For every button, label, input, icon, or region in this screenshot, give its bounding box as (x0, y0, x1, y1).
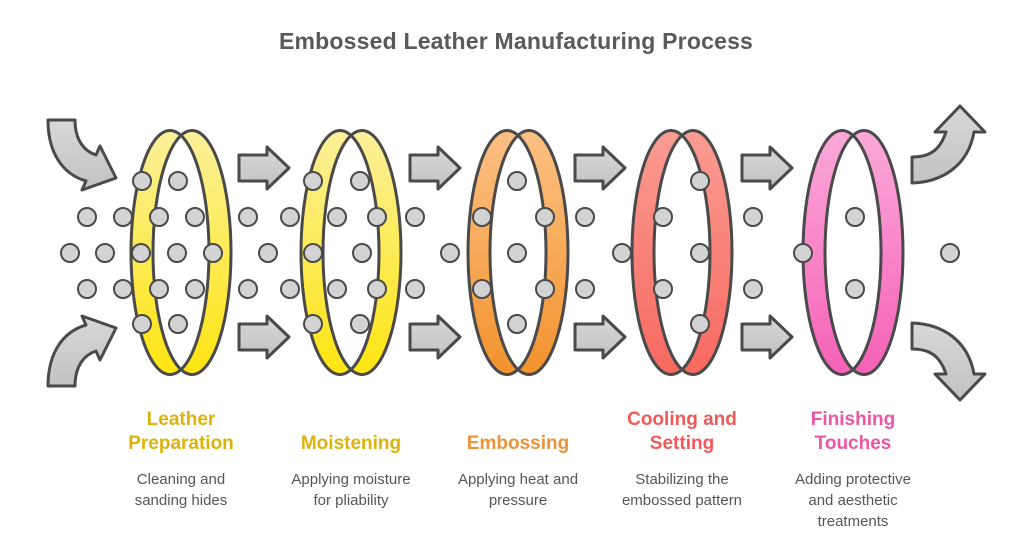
material-dot (575, 279, 595, 299)
material-dot (845, 279, 865, 299)
material-dot (690, 314, 710, 334)
stage-description: Applying heat and pressure (457, 471, 579, 509)
material-dot (440, 243, 460, 263)
curved-arrow-in-top-icon (46, 118, 118, 192)
material-dot (367, 279, 387, 299)
process-ring (630, 129, 734, 376)
stage-name: Leather Preparation (128, 409, 234, 454)
material-dot (793, 243, 813, 263)
material-dot (405, 279, 425, 299)
material-dot (352, 243, 372, 263)
material-dot (168, 171, 188, 191)
stage-description: Cleaning and sanding hides (134, 471, 228, 509)
material-dot (185, 207, 205, 227)
material-dot (743, 279, 763, 299)
process-ring (299, 129, 403, 376)
material-dot (168, 314, 188, 334)
stage-name: Embossing (466, 433, 570, 454)
material-dot (327, 279, 347, 299)
stage-name: Cooling and Setting (627, 409, 737, 454)
material-dot (280, 207, 300, 227)
right-arrow-icon (408, 314, 462, 360)
material-dot (132, 171, 152, 191)
material-dot (612, 243, 632, 263)
material-dot (845, 207, 865, 227)
material-dot (690, 171, 710, 191)
stage-label-leather-preparation: Leather Preparation Cleaning and sanding… (96, 404, 266, 511)
material-dot (167, 243, 187, 263)
material-dot (472, 207, 492, 227)
material-dot (350, 314, 370, 334)
material-dot (690, 243, 710, 263)
process-ring (129, 129, 233, 376)
material-dot (149, 207, 169, 227)
stage-description: Adding protective and aesthetic treatmen… (795, 471, 911, 530)
material-dot (280, 279, 300, 299)
process-flow-graphic (46, 104, 987, 402)
right-arrow-icon (237, 314, 291, 360)
stage-label-embossing: Embossing Applying heat and pressure (433, 404, 603, 511)
material-dot (303, 171, 323, 191)
material-dot (238, 279, 258, 299)
material-dots (60, 171, 960, 334)
stage-description: Stabilizing the embossed pattern (621, 471, 743, 509)
material-dot (258, 243, 278, 263)
material-dot (238, 207, 258, 227)
stage-description: Applying moisture for pliability (291, 471, 411, 509)
flow-arrows (46, 104, 987, 402)
right-arrow-icon (408, 145, 462, 191)
material-dot (131, 243, 151, 263)
material-dot (575, 207, 595, 227)
material-dot (940, 243, 960, 263)
stage-label-moistening: Moistening Applying moisture for pliabil… (266, 404, 436, 511)
material-dot (77, 207, 97, 227)
stage-name: Finishing Touches (810, 409, 896, 454)
material-dot (472, 279, 492, 299)
right-arrow-icon (740, 314, 794, 360)
material-dot (132, 314, 152, 334)
stage-label-cooling-and-setting: Cooling and Setting Stabilizing the embo… (597, 404, 767, 511)
material-dot (77, 279, 97, 299)
right-arrow-icon (573, 314, 627, 360)
process-rings (129, 129, 905, 376)
material-dot (535, 207, 555, 227)
material-dot (350, 171, 370, 191)
material-dot (535, 279, 555, 299)
material-dot (149, 279, 169, 299)
material-dot (60, 243, 80, 263)
material-dot (367, 207, 387, 227)
right-arrow-icon (237, 145, 291, 191)
curved-arrow-in-bottom-icon (46, 314, 118, 388)
diagram-title: Embossed Leather Manufacturing Process (278, 28, 754, 54)
right-arrow-icon (740, 145, 794, 191)
material-dot (113, 279, 133, 299)
material-dot (507, 171, 527, 191)
material-dot (507, 243, 527, 263)
material-dot (653, 279, 673, 299)
material-dot (95, 243, 115, 263)
material-dot (203, 243, 223, 263)
material-dot (303, 243, 323, 263)
process-ring (801, 129, 905, 376)
material-dot (185, 279, 205, 299)
material-dot (653, 207, 673, 227)
material-dot (743, 207, 763, 227)
stage-name: Moistening (300, 433, 402, 454)
stage-label-finishing-touches: Finishing Touches Adding protective and … (768, 404, 938, 532)
material-dot (405, 207, 425, 227)
right-arrow-icon (573, 145, 627, 191)
process-ring (466, 129, 570, 376)
curved-arrow-out-top-icon (910, 104, 987, 185)
curved-arrow-out-bottom-icon (910, 321, 987, 402)
material-dot (303, 314, 323, 334)
material-dot (327, 207, 347, 227)
material-dot (113, 207, 133, 227)
material-dot (507, 314, 527, 334)
